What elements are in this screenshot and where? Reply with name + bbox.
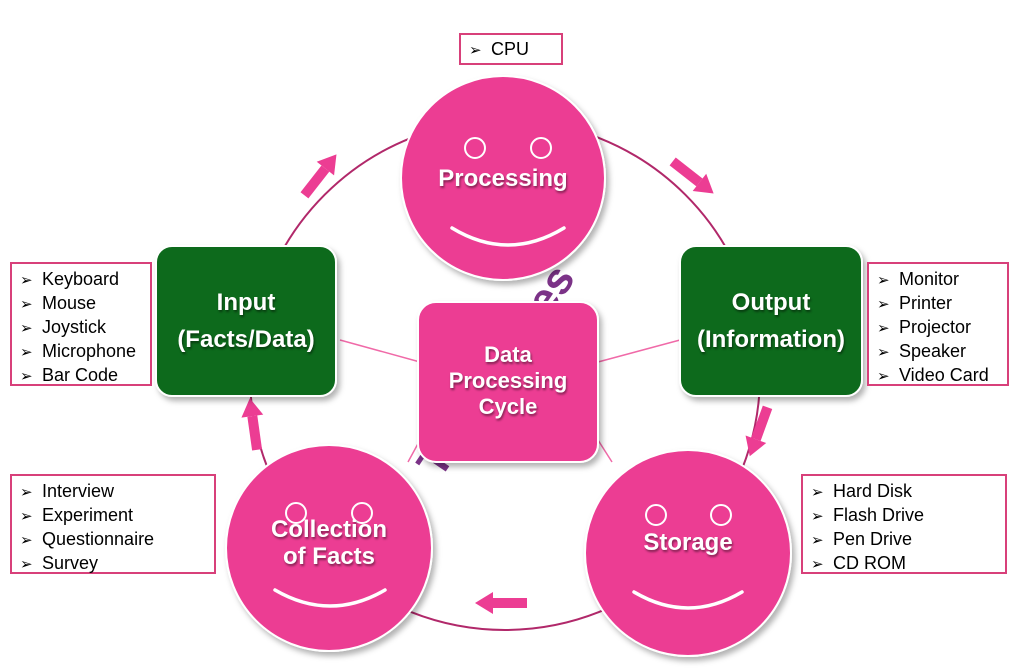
arrowhead-bullet-icon: ➢ xyxy=(20,320,33,337)
flow-arrow-icon xyxy=(745,405,773,457)
list-item: ➢ Microphone xyxy=(20,340,142,364)
list-item-text: Survey xyxy=(42,553,99,573)
arrowhead-bullet-icon: ➢ xyxy=(20,296,33,313)
center-label-line3: Cycle xyxy=(478,394,538,419)
output-label-line2: (Information) xyxy=(697,326,845,353)
list-item-text: CPU xyxy=(491,39,530,59)
processing-label: Processing xyxy=(438,165,568,192)
center-node xyxy=(417,301,599,463)
list-item-text: Printer xyxy=(899,293,953,313)
input-label: Input (Facts/Data) xyxy=(156,284,336,358)
list-item: ➢ Video Card xyxy=(877,364,999,388)
arrowhead-bullet-icon: ➢ xyxy=(20,344,33,361)
input-label-line1: Input xyxy=(216,289,276,316)
center-label-line1: Data xyxy=(484,342,532,367)
list-item: ➢ Joystick xyxy=(20,316,142,340)
list-item-text: Video Card xyxy=(899,365,989,385)
output-label: Output (Information) xyxy=(680,284,862,358)
storage-label: Storage xyxy=(643,529,733,556)
list-item-text: Speaker xyxy=(899,341,967,361)
list-item: ➢ CD ROM xyxy=(811,552,997,576)
list-item: ➢ CPU xyxy=(469,38,553,62)
list-item: ➢ Survey xyxy=(20,552,206,576)
list-item: ➢ Flash Drive xyxy=(811,504,997,528)
collection-label-line2: of Facts xyxy=(282,543,375,570)
collection-node xyxy=(225,444,433,652)
list-item: ➢ Experiment xyxy=(20,504,206,528)
arrowhead-bullet-icon: ➢ xyxy=(877,344,890,361)
list-item-text: Keyboard xyxy=(42,269,120,289)
storage-node xyxy=(584,449,792,657)
arrowhead-bullet-icon: ➢ xyxy=(811,508,824,525)
arrowhead-bullet-icon: ➢ xyxy=(811,484,824,501)
list-item: ➢ Keyboard xyxy=(20,268,142,292)
smiley-face-icon xyxy=(632,504,744,610)
list-item: ➢ Pen Drive xyxy=(811,528,997,552)
output-list: ➢ Monitor ➢ Printer ➢ Projector ➢ Speaker ➢ Video… xyxy=(867,262,1009,386)
arrowhead-bullet-icon: ➢ xyxy=(877,296,890,313)
arrowhead-bullet-icon: ➢ xyxy=(469,42,482,59)
smiley-face-icon xyxy=(273,502,387,608)
list-item: ➢ Hard Disk xyxy=(811,480,997,504)
collection-label-line1: Collection xyxy=(270,516,387,543)
arrowhead-bullet-icon: ➢ xyxy=(20,272,33,289)
list-item: ➢ Questionnaire xyxy=(20,528,206,552)
output-node xyxy=(679,245,863,397)
arrowhead-bullet-icon: ➢ xyxy=(20,368,33,385)
arrowhead-bullet-icon: ➢ xyxy=(811,556,824,573)
output-label-line1: Output xyxy=(731,289,811,316)
input-node xyxy=(155,245,337,397)
list-item: ➢ Mouse xyxy=(20,292,142,316)
arrowhead-bullet-icon: ➢ xyxy=(20,556,33,573)
connector-right xyxy=(597,339,681,363)
input-label-line2: (Facts/Data) xyxy=(177,326,315,353)
flow-arrow-icon xyxy=(241,398,264,451)
list-item-text: Flash Drive xyxy=(833,505,925,525)
list-item-text: Hard Disk xyxy=(833,481,913,501)
arrowhead-bullet-icon: ➢ xyxy=(20,508,33,525)
list-item: ➢ Interview xyxy=(20,480,206,504)
connector-left xyxy=(339,339,421,363)
flow-arrow-icon xyxy=(669,157,714,194)
flow-arrow-icon xyxy=(300,154,337,199)
arrowhead-bullet-icon: ➢ xyxy=(20,484,33,501)
list-item-text: Microphone xyxy=(42,341,137,361)
center-label-line2: Processing xyxy=(448,368,568,393)
list-item-text: Experiment xyxy=(42,505,134,525)
arrowhead-bullet-icon: ➢ xyxy=(877,272,890,289)
list-item: ➢ Speaker xyxy=(877,340,999,364)
list-item: ➢ Printer xyxy=(877,292,999,316)
arrowhead-bullet-icon: ➢ xyxy=(877,320,890,337)
list-item-text: Interview xyxy=(42,481,115,501)
connector-bottom-right xyxy=(597,439,613,463)
input-list: ➢ Keyboard ➢ Mouse ➢ Joystick ➢ Microphone ➢ Bar … xyxy=(10,262,152,386)
center-label: Data Processing Cycle xyxy=(418,342,598,420)
list-item-text: Monitor xyxy=(899,269,960,289)
list-item-text: Bar Code xyxy=(42,365,119,385)
list-item-text: Pen Drive xyxy=(833,529,913,549)
collection-label: Collection of Facts xyxy=(229,516,429,570)
list-item-text: CD ROM xyxy=(833,553,906,573)
flow-arrow-icon xyxy=(475,592,527,614)
storage-list: ➢ Hard Disk ➢ Flash Drive ➢ Pen Drive ➢ CD ROM xyxy=(801,474,1007,574)
list-item-text: Projector xyxy=(899,317,972,337)
list-item: ➢ Bar Code xyxy=(20,364,142,388)
list-item-text: Mouse xyxy=(42,293,97,313)
list-item: ➢ Monitor xyxy=(877,268,999,292)
list-item-text: Joystick xyxy=(42,317,107,337)
arrowhead-bullet-icon: ➢ xyxy=(811,532,824,549)
arrowhead-bullet-icon: ➢ xyxy=(877,368,890,385)
smiley-face-icon xyxy=(450,137,566,247)
arrowhead-bullet-icon: ➢ xyxy=(20,532,33,549)
list-item-text: Questionnaire xyxy=(42,529,155,549)
processing-list: ➢ CPU xyxy=(459,33,563,65)
list-item: ➢ Projector xyxy=(877,316,999,340)
collection-list: ➢ Interview ➢ Experiment ➢ Questionnaire ➢ Surv… xyxy=(10,474,216,574)
